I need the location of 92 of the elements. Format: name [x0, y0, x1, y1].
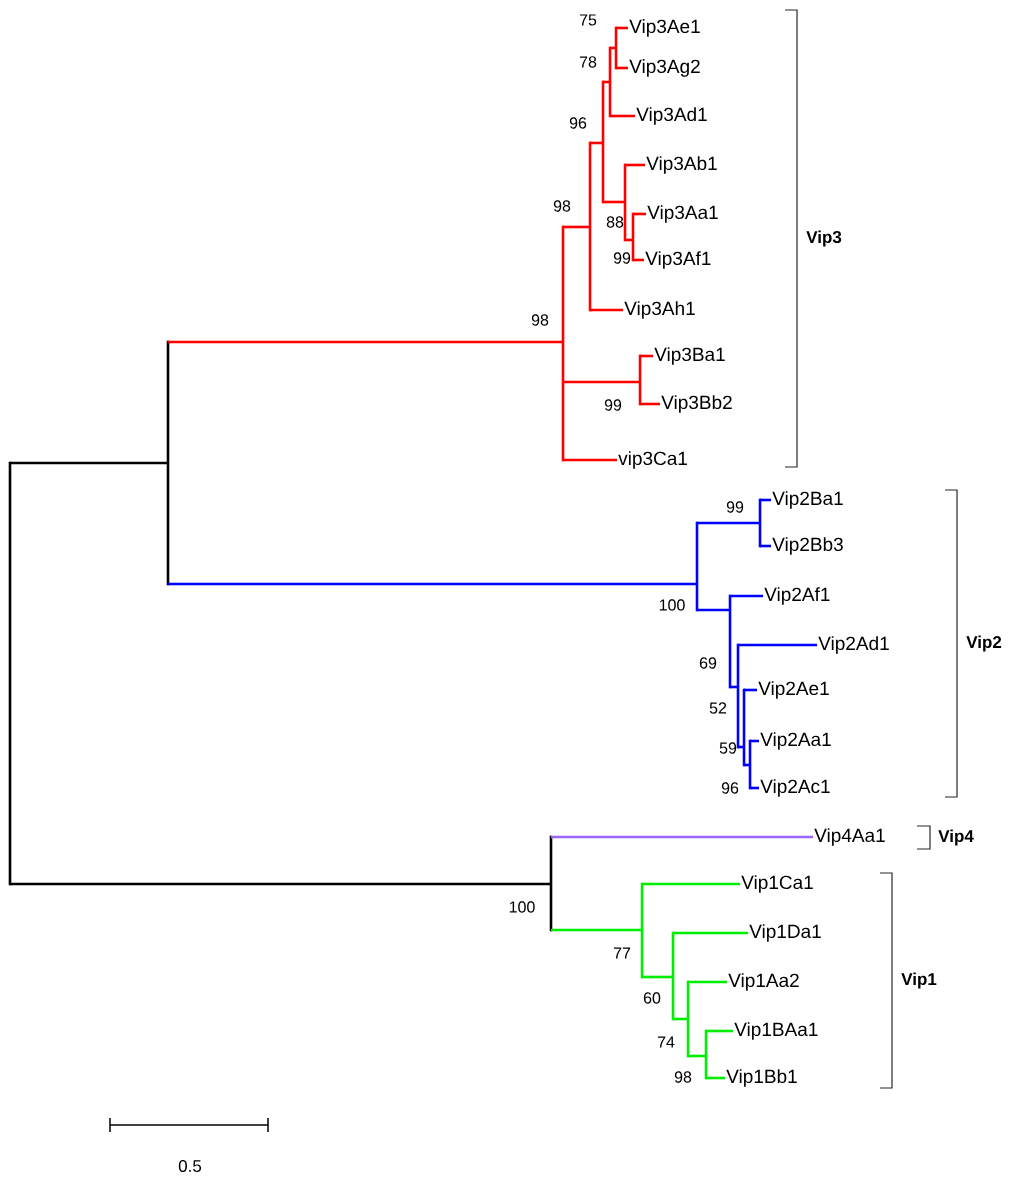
bootstrap-value: 75	[579, 14, 597, 26]
leaf-label: Vip3Ba1	[654, 347, 725, 365]
leaf-label: Vip2Ae1	[758, 681, 829, 699]
bootstrap-value: 52	[709, 702, 727, 714]
leaf-label: Vip1Aa2	[728, 973, 799, 991]
tree-branch	[730, 685, 738, 689]
leaf-label: Vip3Bb2	[661, 395, 732, 413]
tree-branch	[603, 80, 610, 84]
leaf-label: Vip3Ab1	[646, 156, 717, 174]
tree-branch	[633, 258, 644, 262]
tree-branch	[10, 461, 168, 465]
tree-branch	[610, 46, 616, 50]
leaf-label: Vip2Af1	[764, 587, 830, 605]
bootstrap-value: 88	[606, 216, 624, 228]
bootstrap-value: 60	[643, 992, 661, 1004]
tree-branch	[642, 882, 740, 886]
tree-branch	[616, 26, 628, 30]
bootstrap-value: 98	[531, 314, 549, 326]
tree-branch	[673, 931, 748, 935]
scale-label: 0.5	[178, 1160, 202, 1172]
bootstrap-value: 98	[553, 200, 571, 212]
bootstrap-value: 99	[613, 252, 631, 264]
tree-branch	[168, 582, 697, 586]
leaf-label: Vip3Ae1	[629, 19, 700, 37]
tree-branch	[688, 1054, 706, 1058]
leaf-label: Vip1Da1	[749, 924, 821, 942]
tree-branch	[640, 354, 653, 358]
tree-branch	[551, 928, 642, 932]
tree-branch	[168, 340, 563, 344]
leaf-label: Vip2Aa1	[760, 732, 831, 750]
bootstrap-value: 98	[674, 1071, 692, 1083]
tree-branch	[706, 1029, 733, 1033]
tree-branch	[760, 544, 771, 548]
leaf-label: Vip4Aa1	[814, 828, 885, 846]
leaf-label: Vip2Ba1	[772, 491, 843, 509]
leaf-label: Vip3Ag2	[629, 59, 700, 77]
bootstrap-value: 99	[726, 501, 744, 513]
tree-branch	[10, 882, 551, 886]
leaf-label: Vip1BAa1	[734, 1022, 818, 1040]
bootstrap-value: 99	[604, 399, 622, 411]
leaf-label: Vip3Ah1	[624, 301, 695, 319]
clade-label: Vip4	[938, 829, 974, 846]
tree-branch	[603, 200, 625, 204]
tree-branch	[744, 688, 757, 692]
tree-branch	[590, 141, 603, 145]
leaf-label: Vip1Ca1	[741, 875, 813, 893]
leaf-label: Vip2Ad1	[818, 636, 889, 654]
leaf-label: vip3Ca1	[618, 451, 687, 469]
tree-branch	[642, 975, 673, 979]
tree-branch	[697, 521, 760, 525]
tree-branch	[633, 212, 646, 216]
leaf-label: Vip2Bb3	[772, 537, 843, 555]
tree-branch	[625, 163, 645, 167]
tree-branch	[697, 608, 730, 612]
leaf-label: Vip2Ac1	[760, 779, 830, 797]
tree-branch	[706, 1076, 725, 1080]
tree-branch	[551, 835, 813, 839]
tree-branch	[625, 238, 633, 242]
bootstrap-value: 59	[719, 742, 737, 754]
clade-label: Vip2	[966, 635, 1002, 652]
junction-line	[8, 461, 12, 886]
bootstrap-value: 69	[699, 657, 717, 669]
tree-branch	[730, 594, 763, 598]
bootstrap-value: 78	[579, 56, 597, 68]
tree-branch	[640, 402, 660, 406]
tree-branch	[673, 1017, 688, 1021]
bootstrap-value: 100	[509, 901, 535, 913]
clade-label: Vip1	[901, 972, 937, 989]
clade-label: Vip3	[806, 230, 842, 247]
tree-branch	[688, 980, 727, 984]
bootstrap-value: 77	[613, 947, 631, 959]
tree-branch	[610, 114, 635, 118]
tree-branch	[750, 739, 759, 743]
leaf-label: Vip3Af1	[645, 251, 711, 269]
tree-branch	[616, 66, 628, 70]
tree-branch	[563, 458, 617, 462]
junction-line	[166, 340, 170, 586]
leaf-label: Vip3Aa1	[647, 205, 718, 223]
tree-branch	[750, 786, 759, 790]
tree-branch	[744, 763, 750, 767]
bootstrap-value: 100	[659, 599, 685, 611]
tree-branch	[738, 643, 817, 647]
tree-branch	[563, 225, 590, 229]
tree-branch	[563, 380, 640, 384]
bootstrap-value: 96	[721, 782, 739, 794]
leaf-label: Vip1Bb1	[726, 1069, 797, 1087]
bootstrap-value: 74	[657, 1036, 675, 1048]
tree-branch	[738, 745, 744, 749]
tree-branch	[760, 498, 771, 502]
tree-branch	[590, 308, 623, 312]
leaf-label: Vip3Ad1	[636, 107, 707, 125]
bootstrap-value: 96	[569, 117, 587, 129]
